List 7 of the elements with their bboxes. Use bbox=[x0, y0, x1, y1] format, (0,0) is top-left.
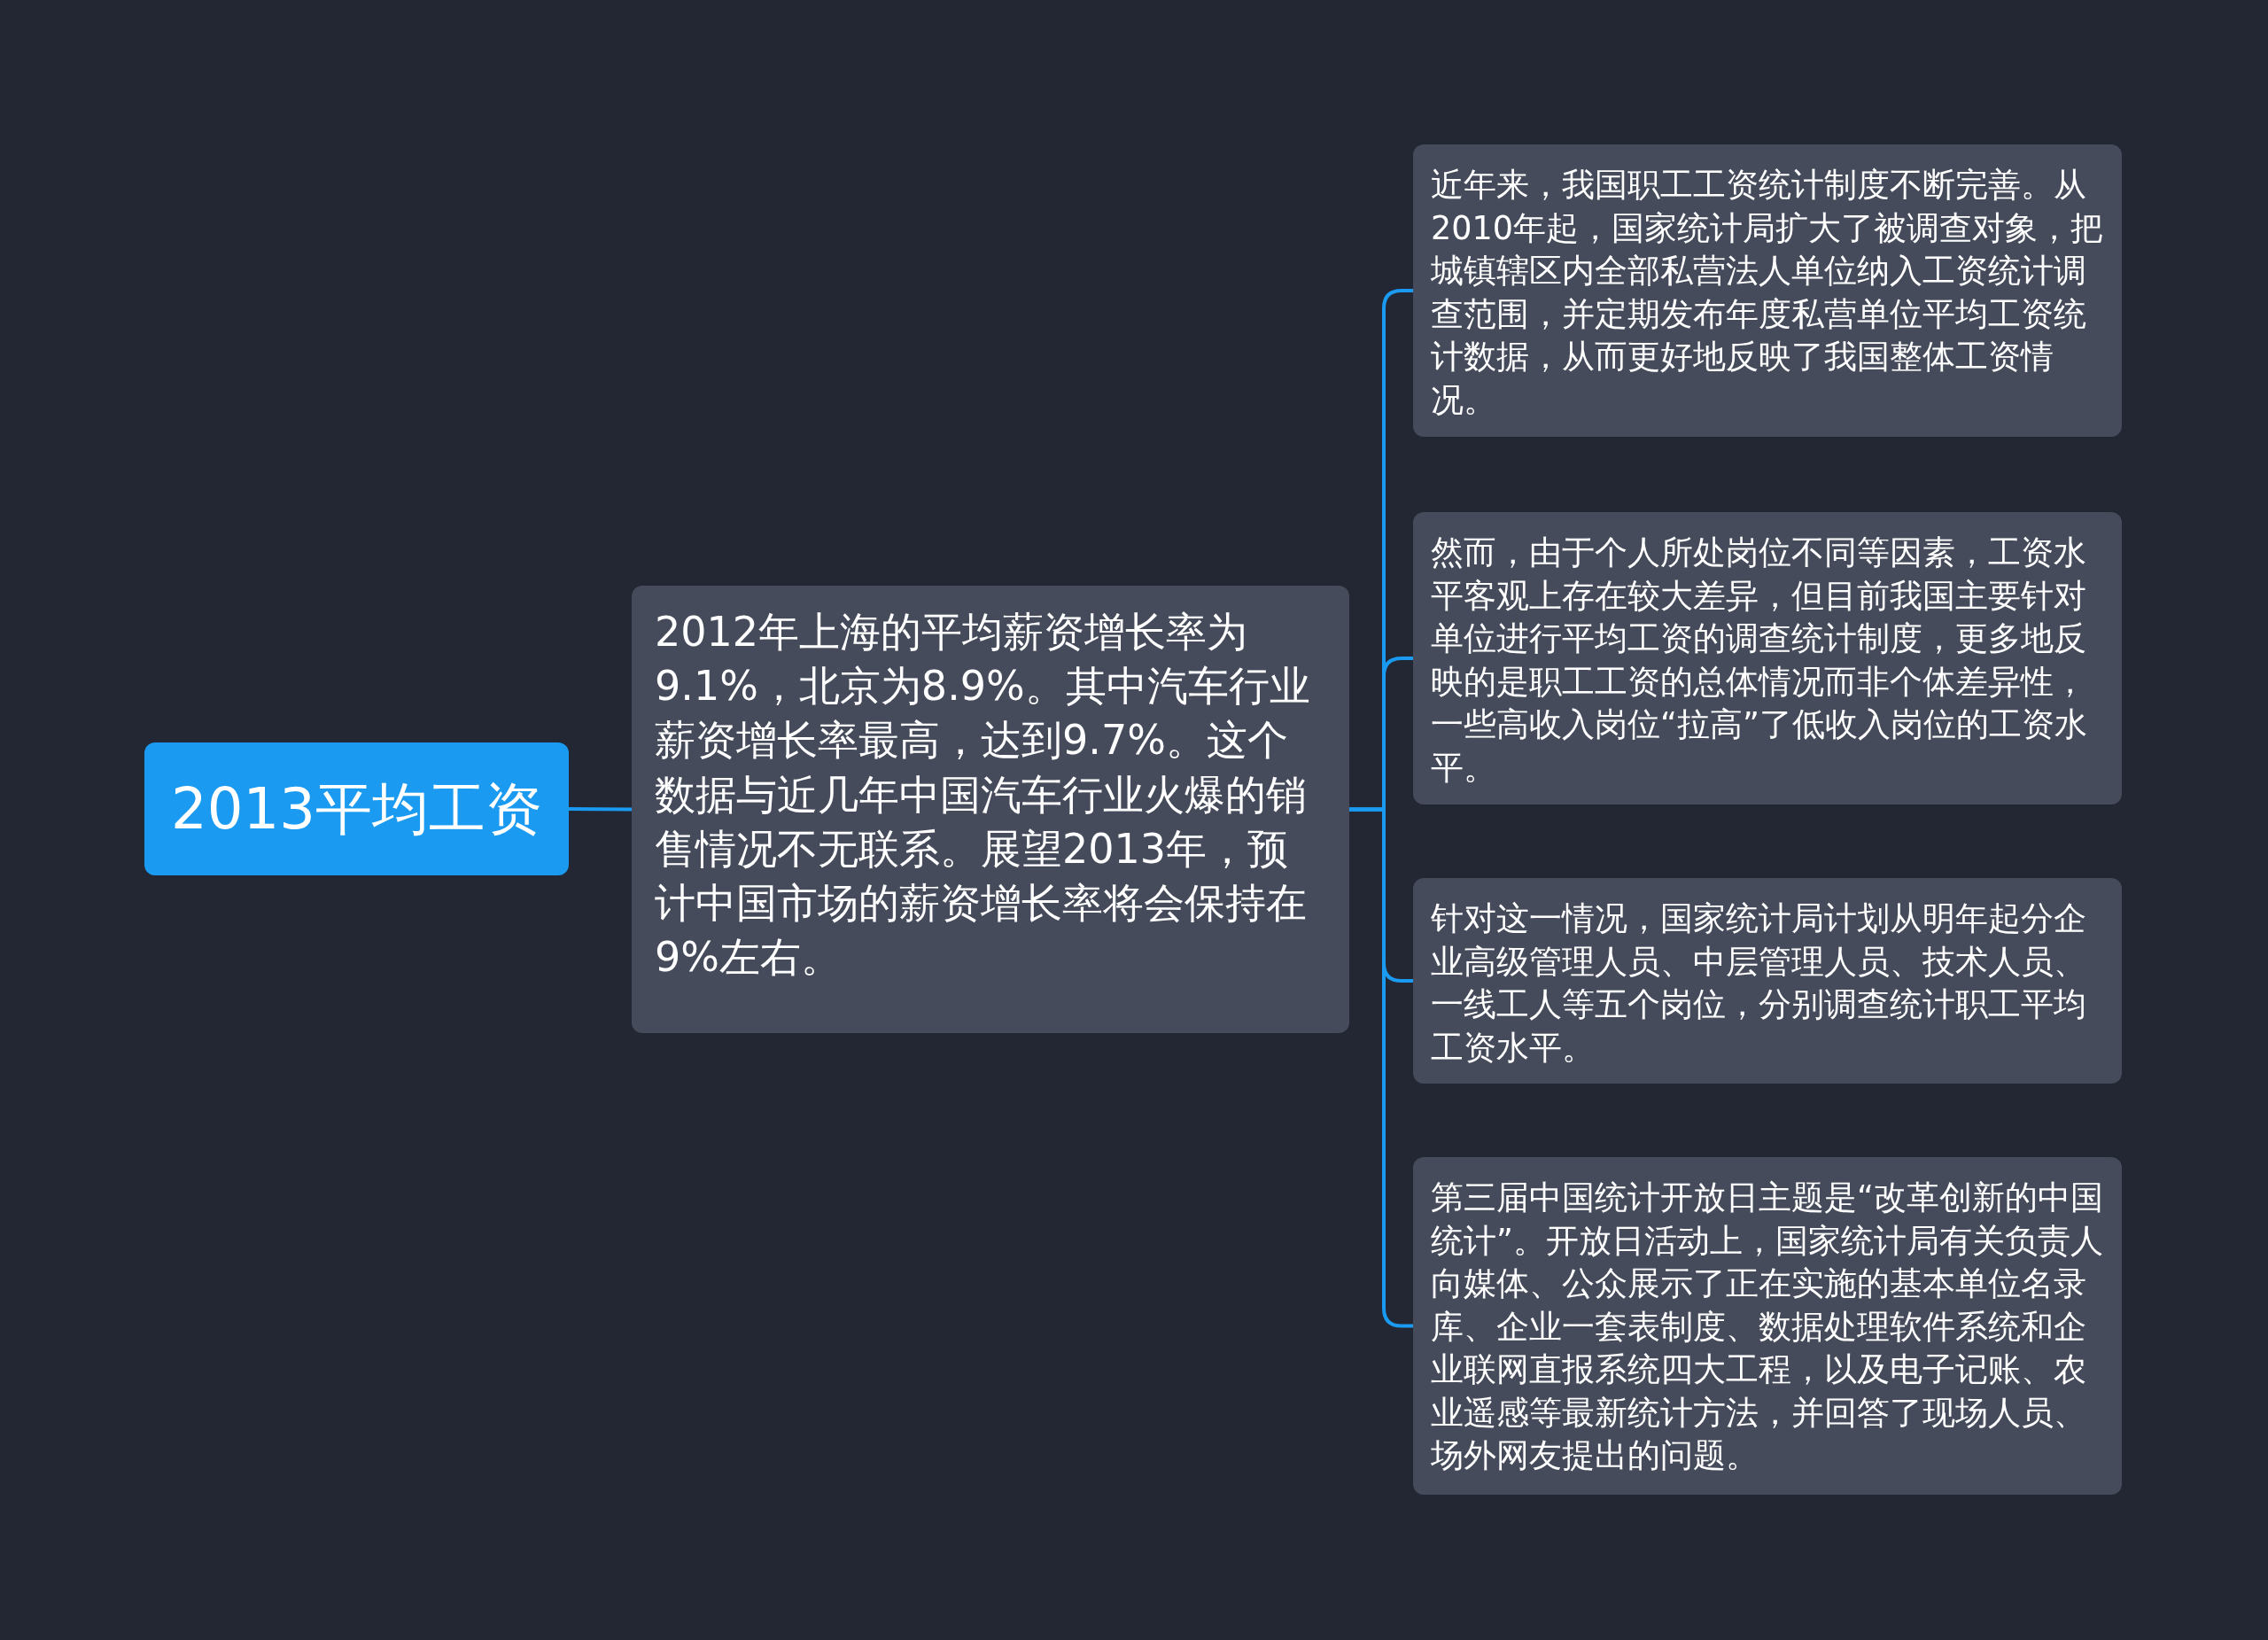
connector-line bbox=[569, 807, 632, 812]
text-box: 然而，由于个人所处岗位不同等因素，工资水平客观上存在较大差异，但目前我国主要针对单位进行平均工资的调查统计制度，更多地反映的是职工工资的总体情况而非个体差异性，一些高收入岗位“拉高”了低收入岗位的工资水平。 bbox=[1413, 512, 2122, 804]
text-box: 第三届中国统计开放日主题是“改革创新的中国统计”。开放日活动上，国家统计局有关负责人向媒体、公众展示了正在实施的基本单位名录库、企业一套表制度、数据处理软件系统和企业联网直报系统四大工程，以及电子记账、农业遥感等最新统计方法，并回答了现场人员、场外网友提出的问题。 bbox=[1413, 1157, 2122, 1495]
text-box: 针对这一情况，国家统计局计划从明年起分企业高级管理人员、中层管理人员、技术人员、一线工人等五个岗位，分别调查统计职工平均工资水平。 bbox=[1413, 878, 2122, 1084]
topic-box: 2013平均工资 bbox=[144, 742, 569, 875]
text-box: 近年来，我国职工工资统计制度不断完善。从2010年起，国家统计局扩大了被调查对象，把城镇辖区内全部私营法人单位纳入工资统计调查范围，并定期发布年度私营单位平均工资统计数据，从而更好地反映了我国整体工资情况。 bbox=[1413, 144, 2122, 437]
text-box: 2012年上海的平均薪资增长率为9.1%，北京为8.9%。其中汽车行业薪资增长率最高，达到9.7%。这个数据与近几年中国汽车行业火爆的销售情况不无联系。展望2013年，预计中国市场的薪资增长率将会保持在9%左右。 bbox=[632, 586, 1349, 1033]
